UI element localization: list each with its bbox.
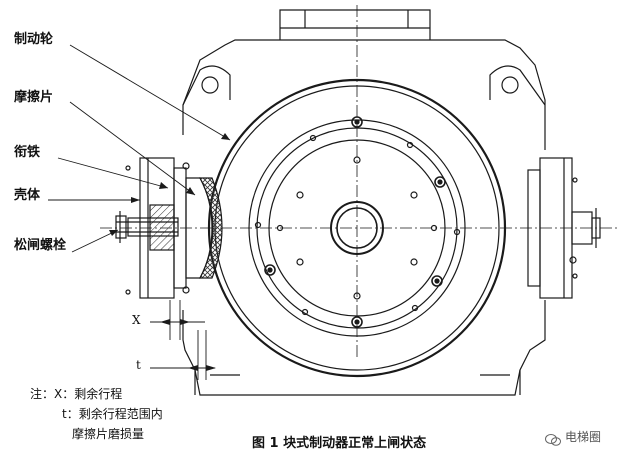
label-friction-pad: 摩擦片 [14, 90, 54, 105]
top-mounting-lug [279, 9, 431, 40]
note-line-2: t：剩余行程范围内 [62, 407, 163, 421]
leader-friction-pad [69, 101, 196, 196]
shaft-collar [330, 201, 384, 255]
label-brake-wheel: 制动轮 [14, 32, 54, 47]
figure-caption: 图 1 块式制动器正常上闸状态 [252, 436, 427, 451]
hub-flange-inner [256, 127, 458, 329]
brake-wheel-outer [207, 78, 507, 378]
watermark: 电梯圈 [545, 428, 602, 446]
leader-brake-wheel [69, 44, 231, 141]
hub [268, 139, 446, 317]
machine-frame [182, 39, 546, 396]
label-armature: 衔铁 [14, 145, 41, 160]
note-line-1: 注：X：剩余行程 [30, 387, 123, 401]
label-release-bolt: 松闸螺栓 [14, 238, 67, 253]
right-ear [489, 65, 546, 106]
dimension-t-label: t [136, 358, 141, 372]
shaft-bore [336, 207, 378, 249]
note-line-3: 摩擦片磨损量 [72, 427, 145, 441]
leader-armature [57, 157, 169, 189]
base [194, 370, 521, 395]
label-housing: 壳体 [14, 188, 41, 203]
leader-release-bolt [71, 229, 119, 253]
watermark-text: 电梯圈 [565, 430, 602, 444]
chat-bubble-icon [545, 431, 561, 446]
left-friction-pad [199, 177, 223, 279]
dimension-x-label: X [132, 313, 141, 327]
left-ear [182, 65, 231, 106]
